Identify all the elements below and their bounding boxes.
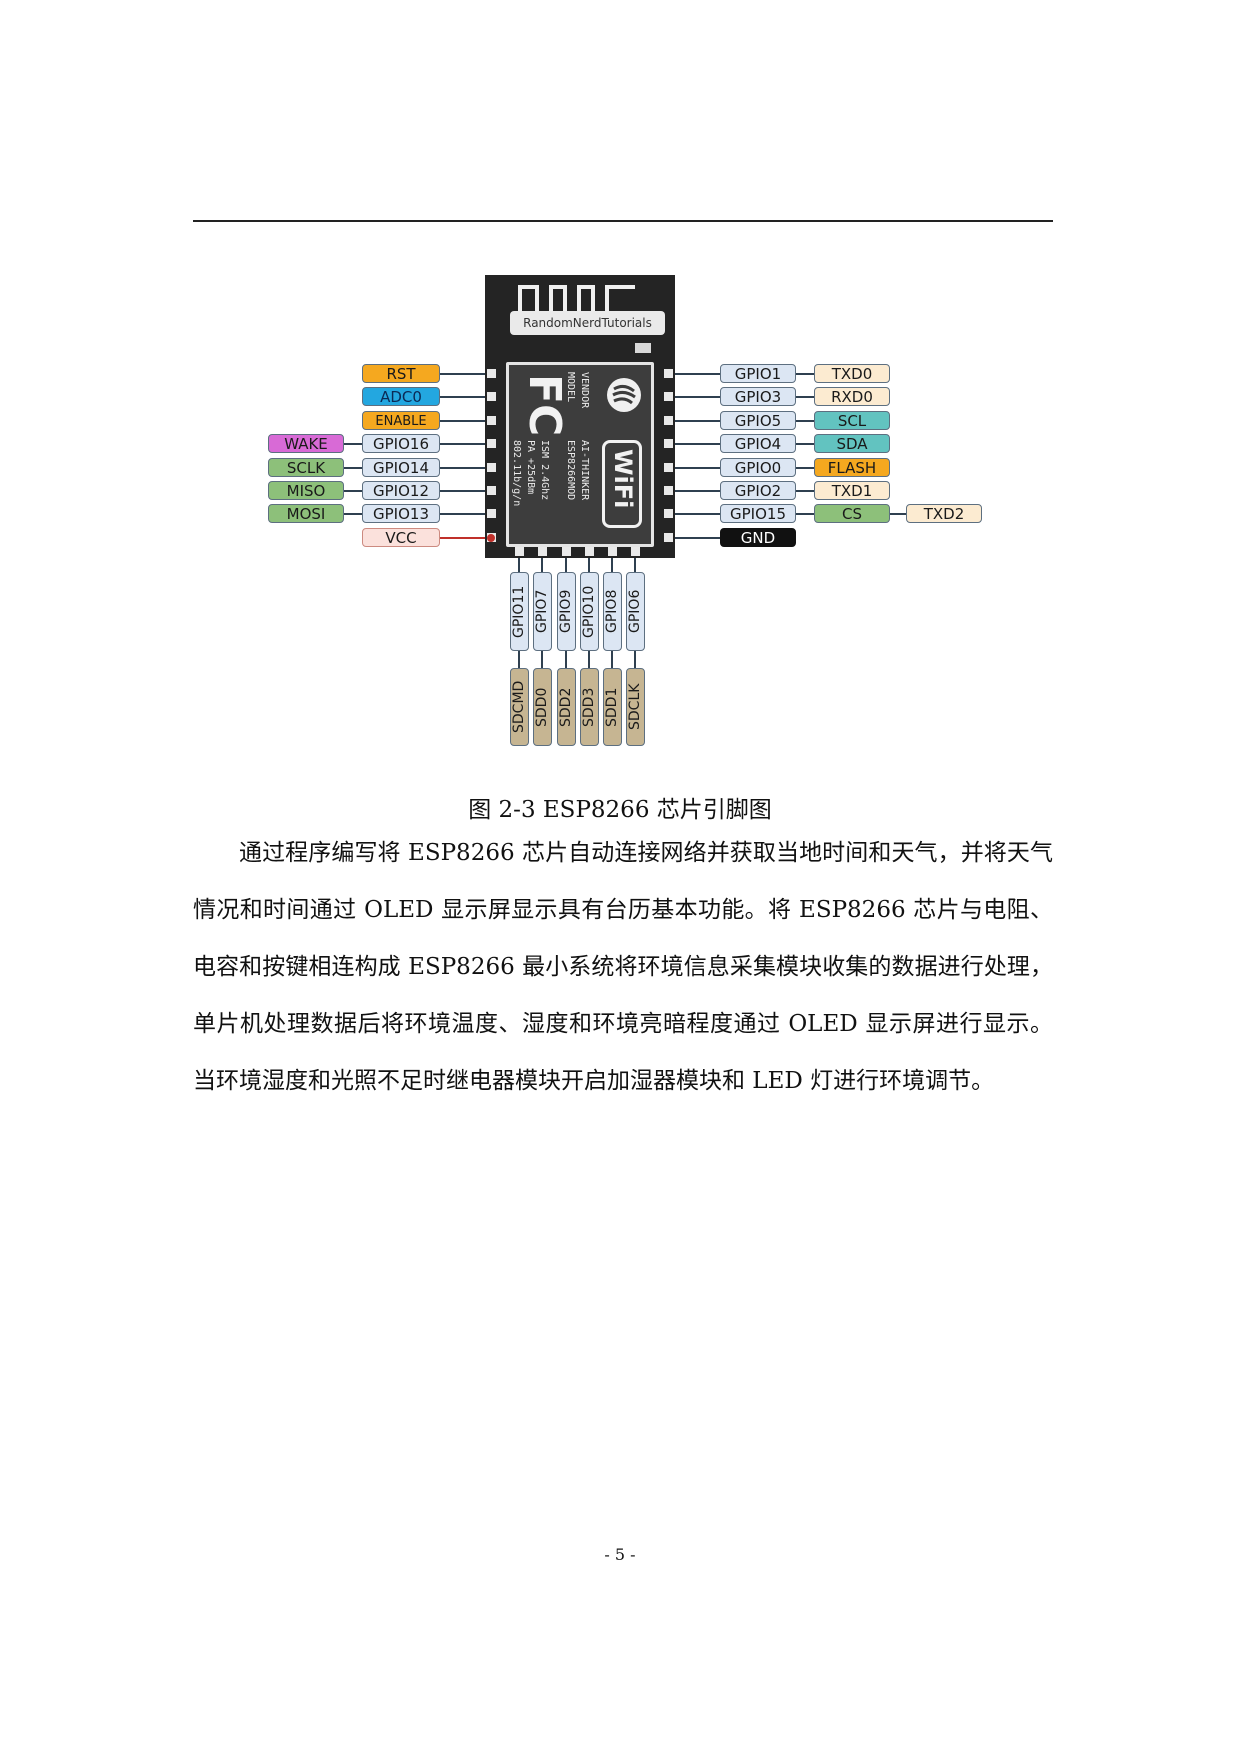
pin-func-mosi: MOSI — [268, 504, 344, 523]
pin-gpio5: GPIO5 — [720, 411, 796, 430]
module-vendor-value: AI-THINKER — [579, 440, 590, 501]
wifi-mark: WiFi — [609, 449, 637, 509]
pin-gpio7: GPIO7 — [533, 572, 552, 651]
pin-func-sda: SDA — [814, 434, 890, 453]
pin-func-cs: CS — [814, 504, 890, 523]
pin-gpio16: GPIO16 — [362, 434, 440, 453]
body-paragraph: 通过程序编写将 ESP8266 芯片自动连接网络并获取当地时间和天气，并将天气情… — [193, 840, 1053, 1094]
pin-enable: ENABLE — [362, 411, 440, 430]
pin-func-sdclk: SDCLK — [626, 668, 645, 746]
pin-gpio0: GPIO0 — [720, 458, 796, 477]
pin-gpio13: GPIO13 — [362, 504, 440, 523]
header-rule — [193, 220, 1053, 222]
module-model-value: ESP8266MOD — [565, 440, 576, 501]
fc-mark: FC — [519, 374, 570, 437]
module-model-label: MODEL — [565, 372, 576, 403]
pin-func-txd1: TXD1 — [814, 481, 890, 500]
pin-gpio15: GPIO15 — [720, 504, 796, 523]
pin-gpio12: GPIO12 — [362, 481, 440, 500]
pin-func-sclk: SCLK — [268, 458, 344, 477]
pin-gpio9: GPIO9 — [557, 572, 576, 651]
pin-gpio6: GPIO6 — [626, 572, 645, 651]
pin-func-rxd0: RXD0 — [814, 387, 890, 406]
espressif-logo-icon — [607, 378, 641, 412]
pin-gpio1: GPIO1 — [720, 364, 796, 383]
esp8266-pinout-figure: RandomNerdTutorials FC MODEL VENDOR AI-T… — [0, 0, 1240, 760]
pin-func-flash: FLASH — [814, 458, 890, 477]
pin-func-txd0: TXD0 — [814, 364, 890, 383]
pin-gpio11: GPIO11 — [510, 572, 529, 651]
pin-func-txd2: TXD2 — [906, 504, 982, 523]
pin-gpio4: GPIO4 — [720, 434, 796, 453]
module-vendor-label: VENDOR — [579, 372, 590, 409]
figure-caption: 图 2-3 ESP8266 芯片引脚图 — [468, 797, 772, 823]
pin-rst: RST — [362, 364, 440, 383]
pin-func-sdcmd: SDCMD — [510, 668, 529, 746]
pin-func-sdd3: SDD3 — [580, 668, 599, 746]
pin-adc0: ADC0 — [362, 387, 440, 406]
pin-gpio8: GPIO8 — [603, 572, 622, 651]
wifi-logo-icon: WiFi — [602, 440, 642, 528]
module-standard: 802.11b/g/n — [511, 440, 522, 507]
pin-gnd: GND — [720, 528, 796, 547]
pin-vcc: VCC — [362, 528, 440, 547]
pin-gpio2: GPIO2 — [720, 481, 796, 500]
pin-func-sdd1: SDD1 — [603, 668, 622, 746]
pin-gpio14: GPIO14 — [362, 458, 440, 477]
castellated-pads — [487, 343, 673, 556]
brand-label: RandomNerdTutorials — [510, 311, 665, 335]
pin-func-sdd0: SDD0 — [533, 668, 552, 746]
pin-gpio10: GPIO10 — [580, 572, 599, 651]
module-ism: ISM 2.4Ghz — [539, 440, 550, 501]
module-pa: PA +25dBm — [525, 440, 536, 495]
pin-func-wake: WAKE — [268, 434, 344, 453]
pin-func-scl: SCL — [814, 411, 890, 430]
pin-gpio3: GPIO3 — [720, 387, 796, 406]
pin-func-sdd2: SDD2 — [557, 668, 576, 746]
page-number: - 5 - — [604, 1545, 636, 1564]
pin-func-miso: MISO — [268, 481, 344, 500]
